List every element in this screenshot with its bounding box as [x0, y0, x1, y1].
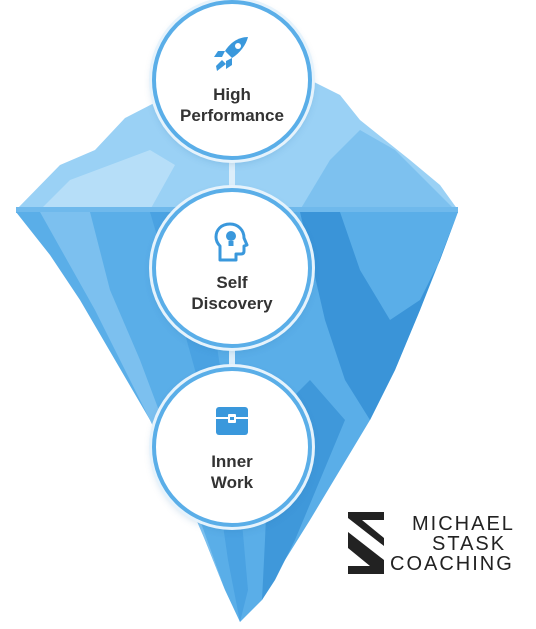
treasure-chest-icon	[216, 407, 248, 435]
head-lightbulb-icon	[214, 222, 249, 262]
level-label: Self Discovery	[191, 273, 273, 313]
level-connector	[229, 160, 235, 190]
brand-logo: MICHAEL STASK COACHING	[346, 510, 522, 576]
level-label: High Performance	[180, 85, 284, 125]
rocket-icon	[214, 37, 248, 71]
level-inner-work: Inner Work	[152, 367, 312, 527]
logo-text-line: COACHING	[390, 553, 514, 575]
iceberg-top-shade	[40, 150, 175, 210]
logo-text-line: MICHAEL	[412, 513, 515, 535]
level-connector	[229, 348, 235, 368]
logo-mark-icon	[348, 512, 384, 574]
logo-text-line: STASK	[432, 533, 507, 555]
level-high-performance: High Performance	[152, 0, 312, 160]
iceberg-top-shade-2	[300, 130, 455, 210]
level-self-discovery: Self Discovery	[152, 188, 312, 348]
iceberg-bottom-shade-right	[300, 212, 458, 420]
level-label: Inner Work	[210, 452, 254, 492]
